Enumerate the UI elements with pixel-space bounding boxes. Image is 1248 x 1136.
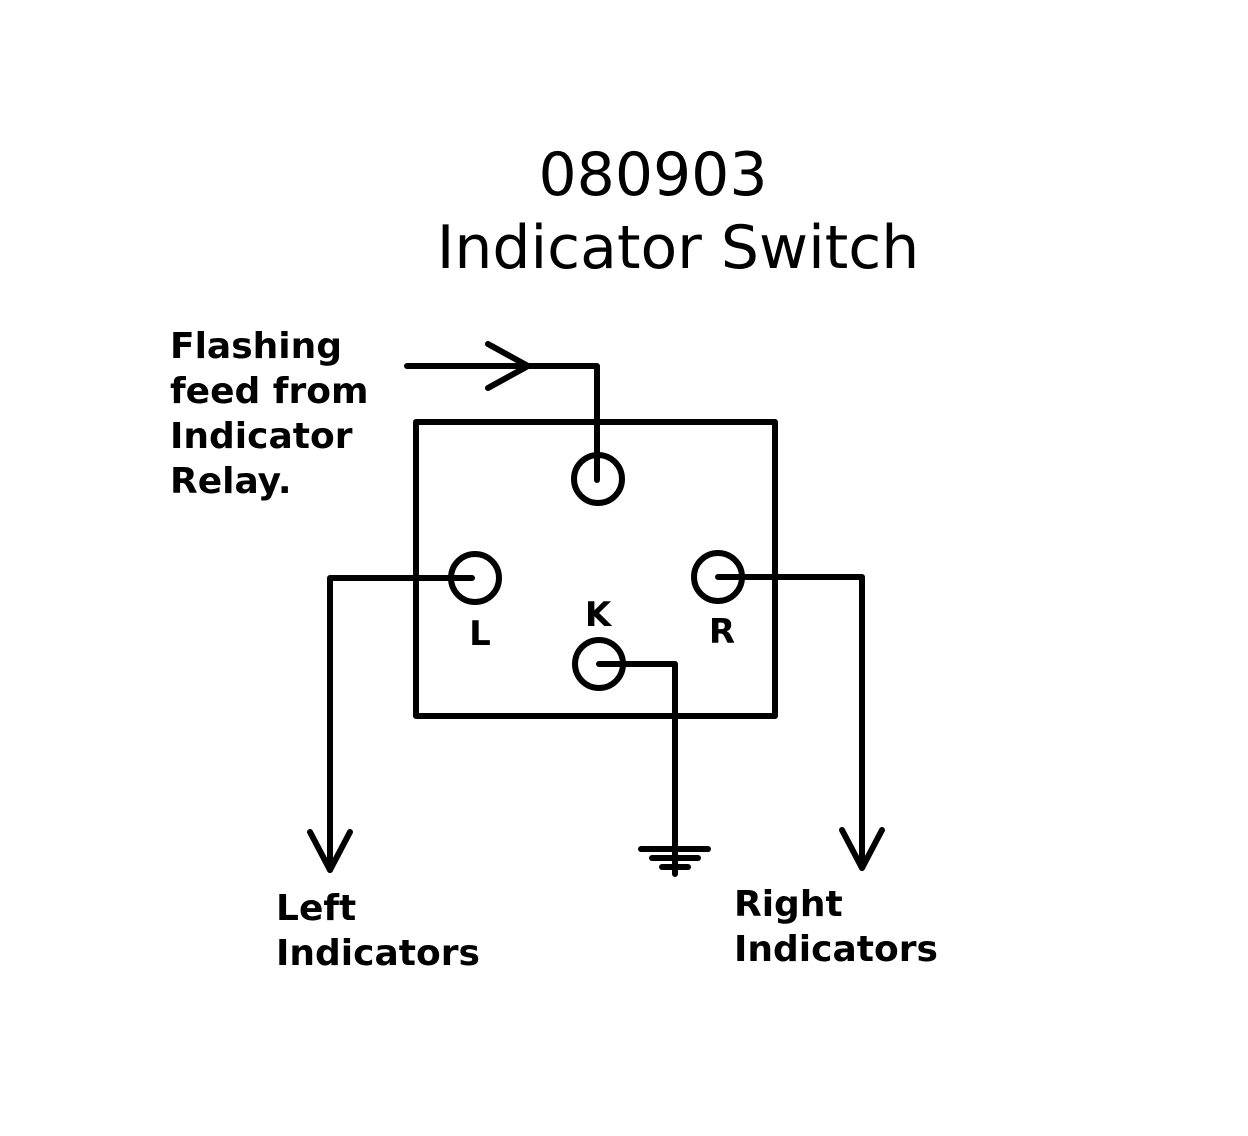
right-arrow-icon — [839, 827, 885, 871]
right-output-label-line-2: Indicators — [734, 929, 938, 970]
part-number: 080903 — [538, 140, 767, 210]
feed-label-line-2: feed from — [170, 371, 368, 412]
earth-wire — [596, 661, 711, 877]
left-output-label-line-2: Indicators — [276, 933, 480, 974]
diagram-title: Indicator Switch — [437, 213, 920, 283]
feed-arrow-icon — [485, 341, 531, 391]
feed-label-line-3: Indicator — [170, 416, 353, 457]
earth-terminal-label: K — [585, 595, 613, 635]
feed-label-line-4: Relay. — [170, 461, 292, 502]
right-terminal-label: R — [709, 612, 735, 652]
left-output-label-line-1: Left — [276, 888, 356, 929]
right-output-label-line-1: Right — [734, 884, 843, 925]
left-output-wire — [307, 575, 475, 873]
left-terminal-label: L — [469, 614, 491, 654]
feed-label-line-1: Flashing — [170, 326, 342, 367]
feed-wire — [404, 341, 600, 483]
right-output-wire — [715, 574, 885, 871]
feed-terminal — [571, 452, 625, 506]
left-arrow-icon — [307, 829, 353, 873]
switch-body — [413, 419, 778, 719]
ground-icon — [638, 846, 711, 870]
